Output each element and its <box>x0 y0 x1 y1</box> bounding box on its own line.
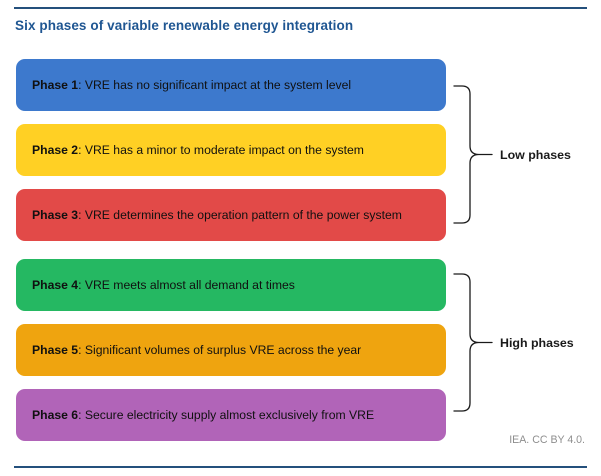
phase-bar-3[interactable]: Phase 3: VRE determines the operation pa… <box>16 189 446 241</box>
phase-separator-4: : <box>78 277 85 292</box>
phase-bar-1[interactable]: Phase 1: VRE has no significant impact a… <box>16 59 446 111</box>
phase-separator-6: : <box>78 407 85 422</box>
phase-label-3: Phase 3: VRE determines the operation pa… <box>32 208 402 223</box>
phase-bar-4[interactable]: Phase 4: VRE meets almost all demand at … <box>16 259 446 311</box>
phase-number-6: Phase 6 <box>32 407 79 422</box>
phase-description-5: Significant volumes of surplus VRE acros… <box>84 342 362 357</box>
group-label-high-phases: High phases <box>500 336 574 350</box>
phase-description-6: Secure electricity supply almost exclusi… <box>84 407 375 422</box>
phase-label-5: Phase 5: Significant volumes of surplus … <box>32 343 361 358</box>
phase-description-2: VRE has a minor to moderate impact on th… <box>84 142 364 157</box>
phase-number-5: Phase 5 <box>32 342 79 357</box>
group-label-low-phases: Low phases <box>500 148 571 162</box>
phase-label-1: Phase 1: VRE has no significant impact a… <box>32 78 351 93</box>
bottom-rule <box>14 466 587 468</box>
figure-title: Six phases of variable renewable energy … <box>15 18 354 33</box>
phase-number-1: Phase 1 <box>32 77 79 92</box>
phase-description-1: VRE has no significant impact at the sys… <box>84 77 352 92</box>
attribution-text: IEA. CC BY 4.0. <box>509 434 585 446</box>
phase-separator-1: : <box>78 77 85 92</box>
phase-label-6: Phase 6: Secure electricity supply almos… <box>32 408 374 423</box>
phase-number-2: Phase 2 <box>32 142 79 157</box>
phase-number-4: Phase 4 <box>32 277 79 292</box>
phase-description-4: VRE meets almost all demand at times <box>84 277 295 292</box>
brace-low-phases-icon <box>452 84 493 225</box>
phase-number-3: Phase 3 <box>32 207 79 222</box>
phase-bar-5[interactable]: Phase 5: Significant volumes of surplus … <box>16 324 446 376</box>
phase-separator-2: : <box>78 142 85 157</box>
phase-label-4: Phase 4: VRE meets almost all demand at … <box>32 278 295 293</box>
phase-bar-list: Phase 1: VRE has no significant impact a… <box>16 59 446 441</box>
phase-bar-6[interactable]: Phase 6: Secure electricity supply almos… <box>16 389 446 441</box>
phase-separator-5: : <box>78 342 85 357</box>
top-rule <box>14 7 587 9</box>
phase-description-3: VRE determines the operation pattern of … <box>84 207 402 222</box>
phase-bar-2[interactable]: Phase 2: VRE has a minor to moderate imp… <box>16 124 446 176</box>
brace-high-phases-icon <box>452 272 493 413</box>
phase-separator-3: : <box>78 207 85 222</box>
phase-label-2: Phase 2: VRE has a minor to moderate imp… <box>32 143 364 158</box>
